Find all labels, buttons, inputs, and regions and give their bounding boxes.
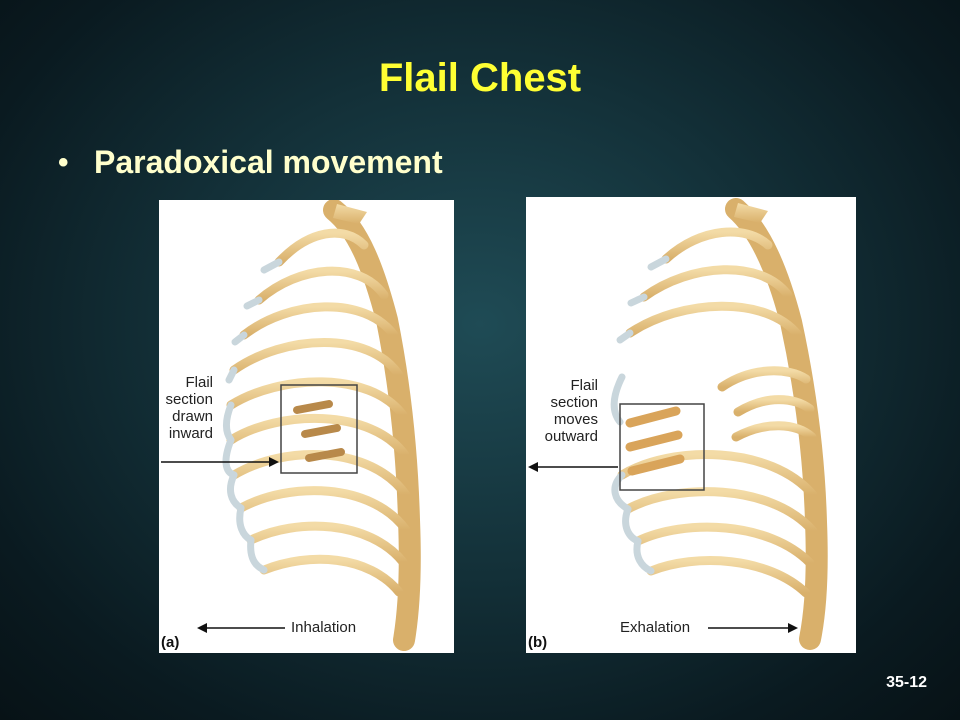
annotation-line: section — [165, 391, 213, 408]
panel-label-a: (a) — [161, 634, 180, 651]
slide-number: 35-12 — [886, 674, 927, 691]
figure-exhalation: Flail section moves outward Exhalation (… — [526, 197, 856, 653]
ribcage-inhalation-illustration — [161, 200, 421, 651]
annotation-line: section — [550, 394, 598, 411]
phase-label-exhalation: Exhalation — [620, 619, 691, 636]
annotation-line: drawn — [172, 408, 213, 425]
annotation-line: Flail — [185, 374, 213, 391]
bullet-dot-icon: • — [58, 145, 69, 179]
panel-label-b: (b) — [528, 634, 548, 651]
flail-annotation-a: Flail section drawn inward — [159, 374, 213, 442]
flail-annotation-b: Flail section moves outward — [534, 377, 598, 445]
bullet-item: • Paradoxical movement — [58, 144, 443, 181]
annotation-line: inward — [168, 425, 213, 442]
figure-inhalation: Flail section drawn inward Inhalation (a… — [159, 200, 454, 653]
annotation-line: Flail — [570, 377, 598, 394]
phase-label-inhalation: Inhalation — [291, 619, 357, 636]
bullet-text: Paradoxical movement — [94, 144, 443, 180]
slide-title: Flail Chest — [378, 56, 582, 100]
annotation-line: moves — [553, 411, 598, 428]
ribcage-exhalation-illustration — [528, 198, 828, 650]
annotation-line: outward — [544, 428, 598, 445]
